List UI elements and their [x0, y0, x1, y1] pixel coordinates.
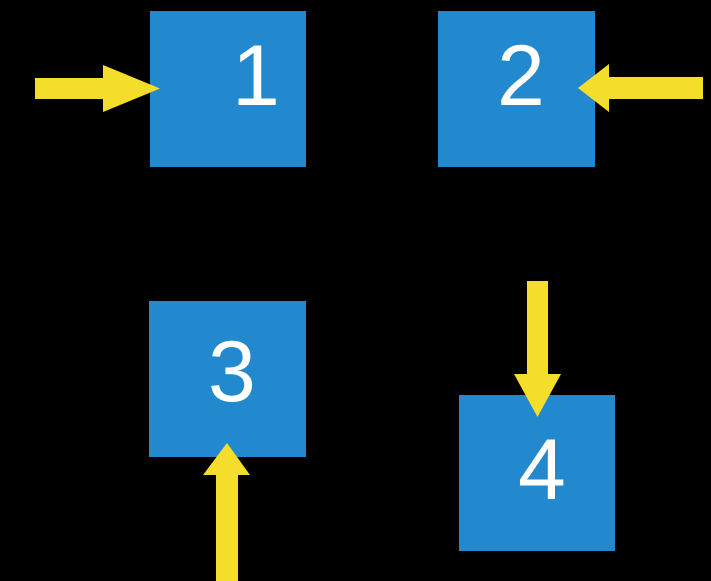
node-box-3[interactable]: [149, 301, 306, 457]
node-label-1: 1: [232, 28, 280, 124]
node-label-4: 4: [518, 422, 566, 518]
arrow-left-icon[interactable]: [578, 64, 703, 112]
node-label-2: 2: [497, 28, 545, 124]
arrow-down-icon[interactable]: [514, 281, 561, 417]
arrow-right-icon[interactable]: [35, 65, 160, 112]
arrow-up-icon[interactable]: [203, 443, 250, 581]
node-label-3: 3: [208, 324, 256, 420]
node-box-4[interactable]: [459, 395, 615, 551]
node-box-2[interactable]: [438, 11, 595, 167]
node-box-1[interactable]: [150, 11, 306, 167]
